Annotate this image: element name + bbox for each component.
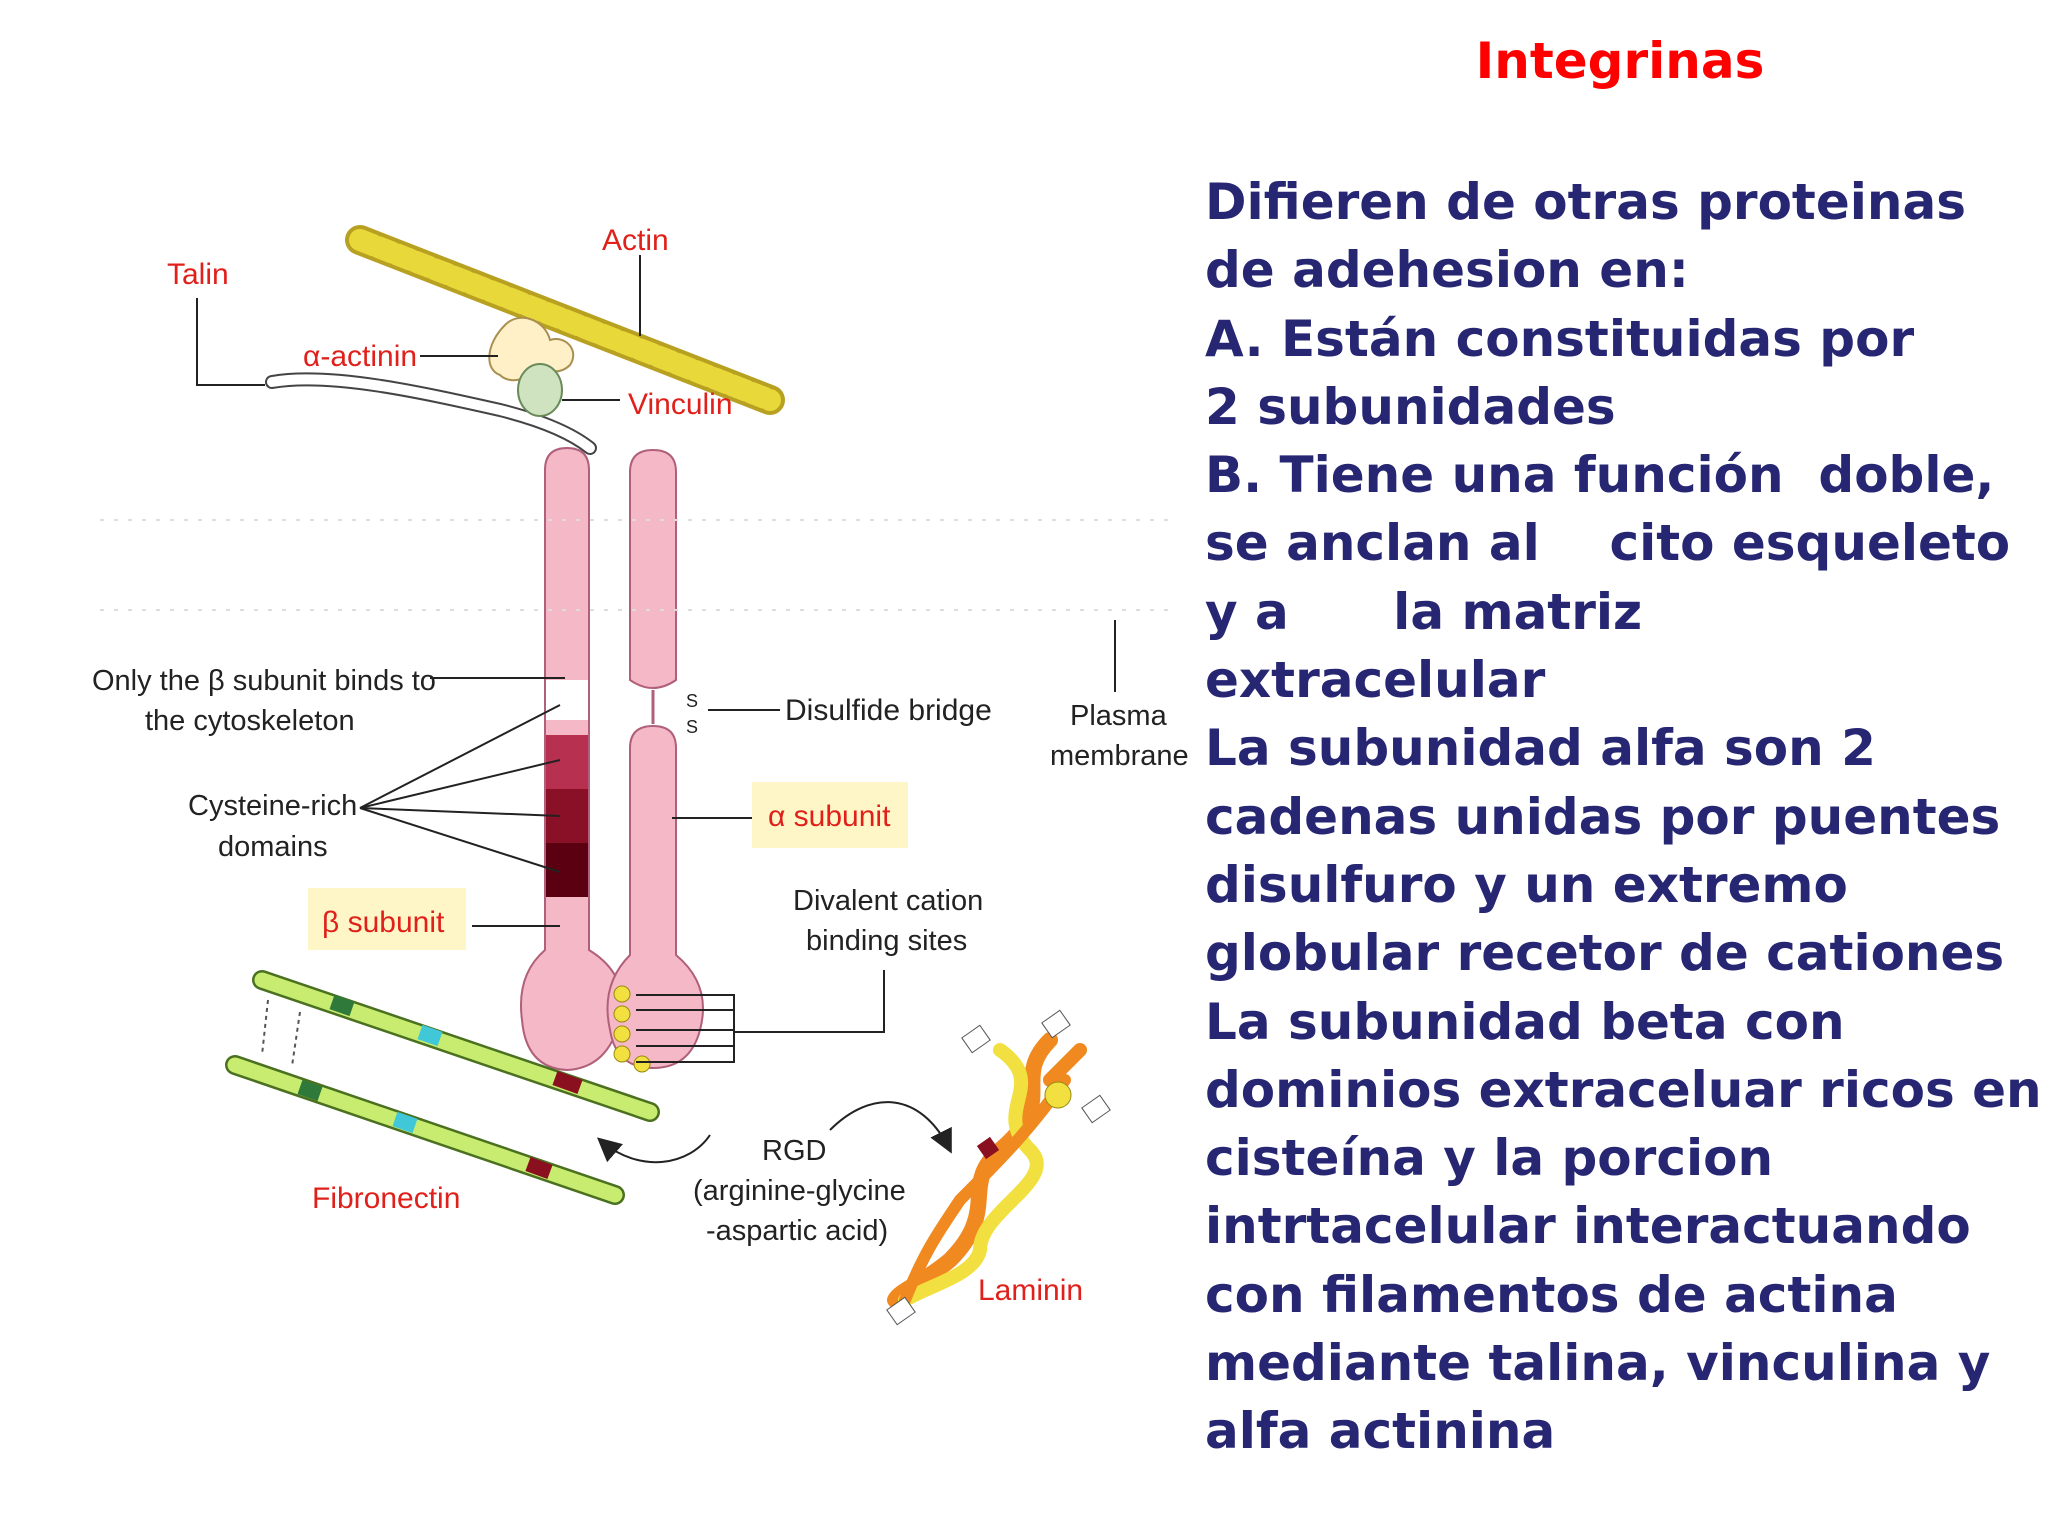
label-alpha-subunit: α subunit [768, 800, 891, 833]
body-line: La subunidad alfa son 2 [1205, 719, 1876, 778]
body-line: alfa actinina [1205, 1402, 1556, 1461]
fibronectin-disulfide [261, 999, 301, 1067]
body-line: cadenas unidas por puentes [1205, 787, 2001, 846]
label-divalent-line1: Divalent cation [793, 885, 983, 917]
slide-body: Difieren de otras proteinas de adehesion… [1205, 168, 2042, 1466]
label-vinculin: Vinculin [628, 388, 733, 421]
label-alpha-actinin: α-actinin [303, 340, 417, 373]
cation-binding-sites [613, 985, 651, 1073]
actin-filament [345, 225, 785, 415]
label-only-beta-line2: the cytoskeleton [145, 705, 355, 737]
body-line: y a la matriz [1205, 582, 1643, 641]
label-plasma-line2: membrane [1050, 740, 1189, 772]
body-line: intrtacelular interactuando [1205, 1197, 1971, 1256]
body-line: cisteína y la porcion [1205, 1129, 1774, 1188]
alpha-subunit [606, 448, 704, 1070]
label-laminin: Laminin [978, 1274, 1083, 1307]
label-rgd-line1: RGD [762, 1135, 826, 1167]
label-rgd-line2: (arginine-glycine [693, 1175, 906, 1207]
fibronectin-strand [225, 1055, 625, 1205]
alpha-subunit-highlight [752, 782, 908, 848]
body-line: de adehesion en: [1205, 241, 1689, 300]
integrin-diagram: Actin Talin α-actinin Vinculin Only the … [92, 224, 1189, 1326]
rgd-arrow-laminin [829, 1101, 952, 1154]
body-line: La subunidad beta con [1205, 992, 1845, 1051]
label-rgd-line3: -aspartic acid) [706, 1215, 888, 1247]
label-beta-subunit: β subunit [322, 906, 445, 939]
label-cysteine-line1: Cysteine-rich [188, 790, 357, 822]
label-actin: Actin [602, 224, 669, 257]
label-fibronectin: Fibronectin [312, 1182, 460, 1215]
vinculin-shape [517, 363, 563, 417]
body-line: extracelular [1205, 651, 1546, 710]
talin-strand-fill [267, 374, 595, 453]
rgd-arrow-fibronectin [596, 1134, 711, 1164]
label-talin: Talin [167, 258, 229, 291]
body-line: globular recetor de cationes [1205, 924, 2005, 983]
laminin-shape [886, 1009, 1111, 1326]
label-divalent-line2: binding sites [806, 925, 967, 957]
label-s-top: S [686, 691, 698, 711]
body-line: mediante talina, vinculina y [1205, 1334, 1991, 1393]
beta-subunit-highlight [308, 888, 466, 950]
body-line: Difieren de otras proteinas [1205, 173, 1966, 231]
fibronectin-strand [252, 970, 660, 1122]
label-only-beta-line1: Only the β subunit binds to [92, 665, 436, 697]
slide-title: Integrinas [1475, 32, 1765, 90]
body-line: se anclan al cito esqueleto [1205, 514, 2011, 573]
body-line: 2 subunidades [1205, 377, 1616, 436]
label-s-bottom: S [686, 717, 698, 737]
beta-subunit [520, 446, 623, 1072]
body-line: B. Tiene una función doble, [1205, 446, 1995, 505]
label-disulfide-bridge: Disulfide bridge [785, 694, 992, 727]
body-line: disulfuro y un extremo [1205, 855, 1848, 914]
body-line: A. Están constituidas por [1205, 309, 1915, 368]
leader-lines [196, 255, 1116, 1063]
label-plasma-line1: Plasma [1070, 700, 1168, 732]
label-cysteine-line2: domains [218, 831, 328, 863]
body-line: dominios extraceluar ricos en [1205, 1060, 2042, 1119]
body-line: con filamentos de actina [1205, 1265, 1898, 1324]
